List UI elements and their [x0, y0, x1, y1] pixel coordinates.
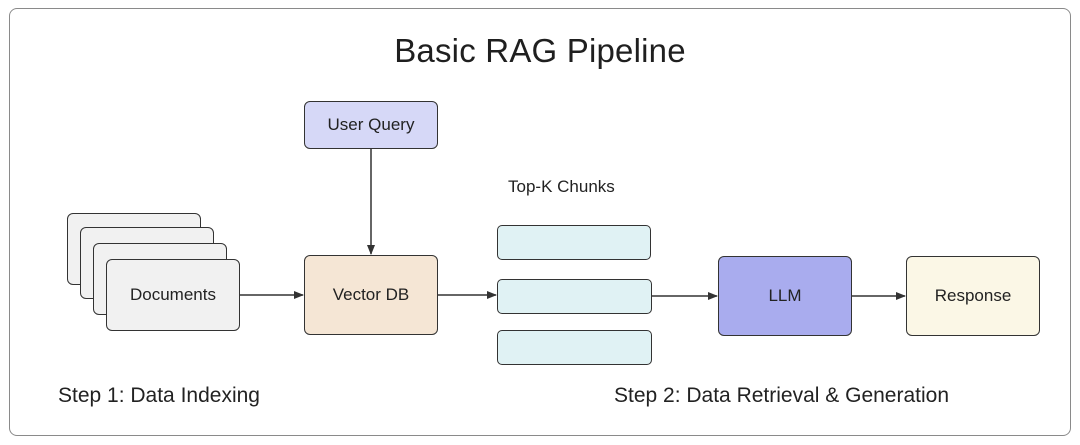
documents-label: Documents	[130, 285, 216, 304]
top-k-chunks-label: Top-K Chunks	[508, 177, 615, 196]
chunk-box	[497, 225, 651, 260]
user-query-label: User Query	[327, 115, 415, 134]
chunk-box	[497, 279, 652, 314]
user-query-node: User Query	[304, 101, 438, 149]
response-label: Response	[934, 286, 1012, 305]
chunk-box	[497, 330, 652, 365]
vector-db-node: Vector DB	[304, 255, 438, 335]
diagram-title: Basic RAG Pipeline	[394, 32, 686, 69]
llm-node: LLM	[718, 256, 852, 336]
documents-node: Documents	[106, 259, 240, 331]
step-1-label: Step 1: Data Indexing	[58, 384, 260, 407]
vector-db-label: Vector DB	[332, 285, 410, 304]
step-2-label: Step 2: Data Retrieval & Generation	[614, 384, 950, 407]
llm-label: LLM	[768, 286, 802, 305]
response-node: Response	[906, 256, 1040, 336]
